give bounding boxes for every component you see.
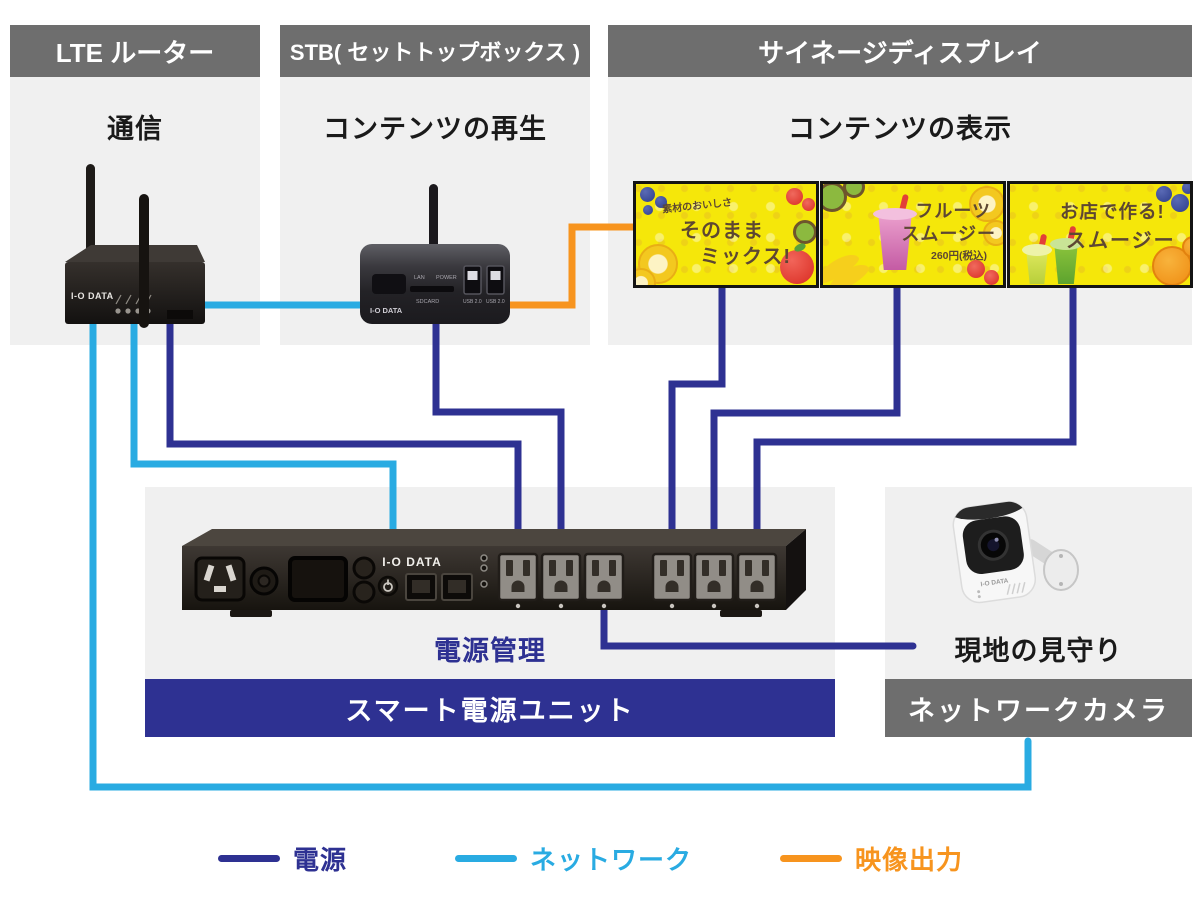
unit-led-icons [480,554,488,588]
smoothie-cup-icon [1050,225,1082,284]
stb-usb2-label: USB 2.0 [486,299,505,305]
network-camera-banner: ネットワークカメラ [885,679,1192,737]
kiwi-icon [823,184,847,212]
strawberry-icon [984,270,999,285]
strawberry-icon [967,260,985,278]
apple-icon [780,250,814,284]
network-camera-image: I-O DATA [950,499,1079,604]
stb-usb-port-icon [486,265,505,295]
blueberry-icon [640,187,655,202]
screen1-tagline: 素材のおいしさ [661,197,733,216]
signage-screen-1: 素材のおいしさ そのまま ミックス! [633,181,819,288]
blueberry-icon [1182,184,1190,194]
legend-video: 映像出力 [780,843,963,875]
outlet-4-icon [651,552,693,609]
legend-power-label: 電源 [293,844,348,875]
stb-power-label: POWER [436,275,457,281]
stb-usb-port-icon [463,265,482,295]
blueberry-icon [643,205,653,215]
screen1-line2: ミックス! [700,246,792,268]
lte-router-image: I-O DATA [65,164,205,328]
kiwi-icon [843,184,865,198]
unit-power-button-icon [377,575,399,597]
signage-display-caption: コンテンツの表示 [788,114,1012,144]
strawberry-icon [786,188,803,205]
legend-network: ネットワーク [455,843,692,875]
smoothie-cup-icon [1022,233,1052,284]
screen2-price: 260円(税込) [930,250,987,262]
camera-caption: 現地の見守り [954,636,1123,666]
network-line-swatch [455,854,517,862]
signage-screen-2: フルーツ スムージー 260円(税込) [820,181,1006,288]
stb-header: STB( セットトップボックス ) [280,25,590,77]
signage-screen-3: お店で作る! スムージー [1007,181,1193,288]
outlet-3-icon [583,552,625,609]
stb-antenna-icon [429,184,438,256]
signage-display-header: サイネージディスプレイ [608,25,1192,77]
stb-ir-window-icon [372,274,406,294]
strawberry-icon [802,198,815,211]
screen3-line2: スムージー [1066,230,1176,252]
unit-lan-port-icon [405,573,437,601]
power-line-swatch [218,854,280,862]
lte-router-caption: 通信 [107,114,163,144]
kiwi-icon [793,220,816,244]
lemon-icon [983,220,1003,246]
screen1-line1: そのまま [680,220,764,242]
power-inlet-icon [194,556,246,602]
lte-router-header: LTE ルーター [10,25,260,77]
stb-lan-label: LAN [414,275,425,281]
screen2-line2: スムージー [901,224,996,244]
legend-power: 電源 [218,843,347,875]
smoothie-cup-icon [873,193,917,270]
stb-sd-slot-icon [410,286,454,292]
coax-connector-icon [249,566,279,596]
legend-video-label: 映像出力 [855,844,964,875]
unit-lan-port-icon [441,573,473,601]
stb-image: I-O DATA LAN POWER SDCARD USB 2.0 USB 2.… [360,184,510,324]
unit-brand-label: I-O DATA [382,555,442,569]
stb-caption: コンテンツの再生 [323,114,547,144]
power-management-caption: 電源管理 [434,636,546,666]
smart-power-unit-banner: スマート電源ユニット [145,679,835,737]
outlet-6-icon [736,552,778,609]
screen2-line1: フルーツ [915,201,991,221]
outlet-5-icon [693,552,735,609]
smart-power-unit-image: I-O DATA [182,529,806,617]
blueberry-icon [1171,194,1189,212]
blueberry-icon [1156,186,1172,202]
stb-brand-label: I-O DATA [370,306,403,315]
stb-sd-label: SDCARD [416,299,439,305]
outlet-1-icon [497,552,539,609]
legend-network-label: ネットワーク [530,844,693,875]
video-line-swatch [780,854,842,862]
router-antenna-left-icon [86,164,95,268]
stb-usb1-label: USB 2.0 [463,299,482,305]
router-brand-label: I-O DATA [71,291,114,301]
outlet-2-icon [540,552,582,609]
router-antenna-right-icon [139,194,149,328]
screen3-line1: お店で作る! [1060,201,1165,222]
lemon-icon [969,186,1003,222]
blueberry-icon [655,196,667,208]
